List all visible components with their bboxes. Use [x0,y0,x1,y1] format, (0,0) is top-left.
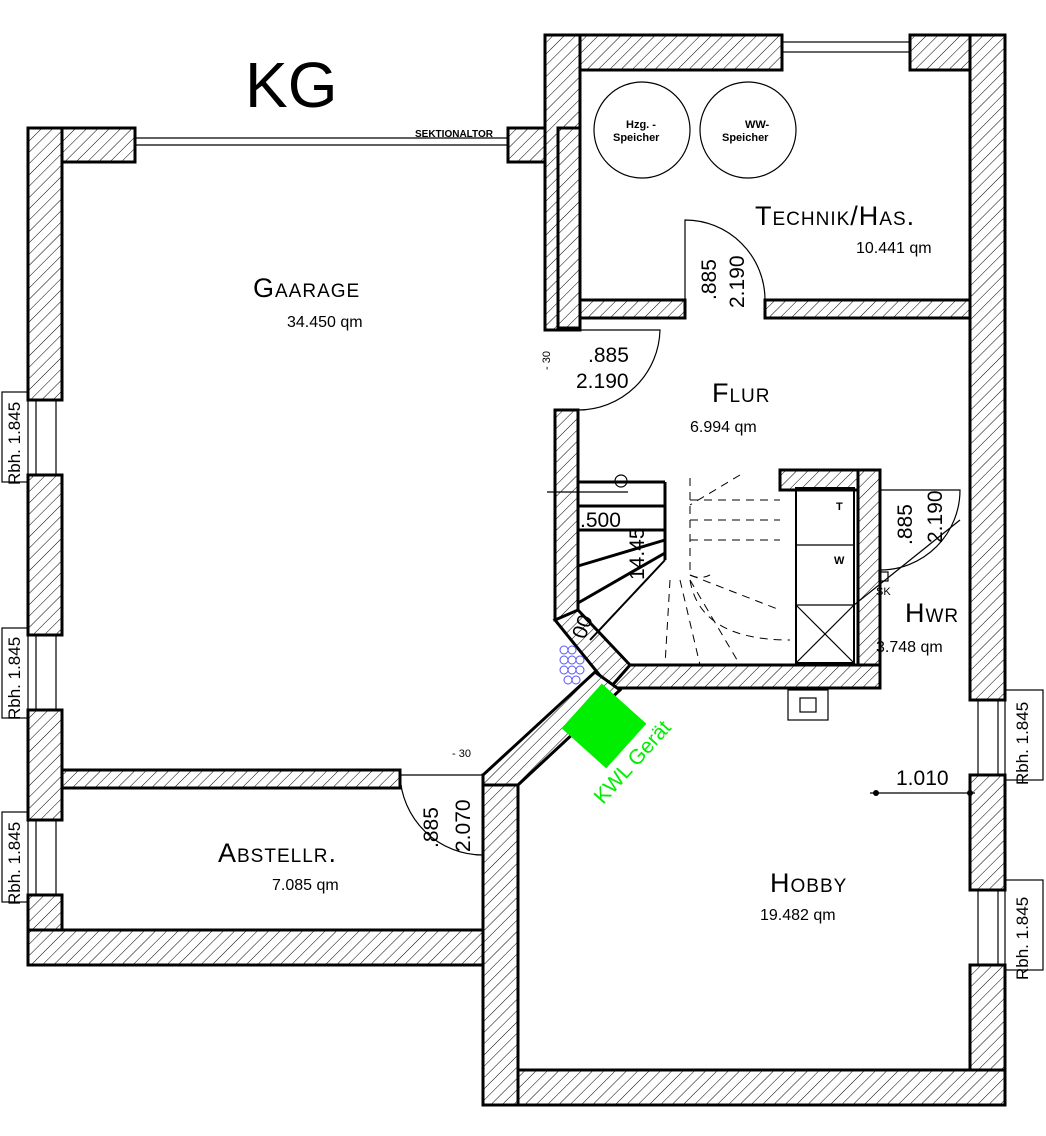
heating-tank [593,81,691,179]
room-name-technik: Technik/Has. [755,201,915,231]
rbh-label: Rbh. 1.845 [5,637,24,720]
room-name-hobby: Hobby [770,868,847,898]
room-area-technik: 10.441 qm [856,240,932,257]
hzg-speicher-label: Speicher [613,132,660,144]
pipe-bundle [559,645,585,685]
hwr-door-width: .885 [894,504,917,545]
stair-rise-label: 14.45 [626,527,649,580]
room-name-hwr: Hwr [905,598,959,628]
hwr-door-height: 2.190 [924,490,947,543]
room-area-garage: 34.450 qm [287,314,363,331]
rbh-label: Rbh. 1.845 [5,402,24,485]
floor-title: KG [245,49,337,121]
hzg-label: Hzg. - [626,119,656,131]
rbh-label: Rbh. 1.845 [5,822,24,905]
dryer-label: T [836,501,843,513]
flur-door-height: 2.190 [576,370,629,393]
room-area-hobby: 19.482 qm [760,907,836,924]
walls [26,33,1007,1107]
room-name-abstell: Abstellr. [218,838,337,868]
flur-door-width: .885 [588,344,629,367]
room-name-garage: Gaarage [253,273,360,303]
room-area-abstell: 7.085 qm [272,877,339,894]
dim-marker [873,790,879,796]
rbh-label: Rbh. 1.845 [1013,897,1032,980]
abstell-offset: - 30 [452,748,471,760]
abstell-door-width: .885 [420,807,443,848]
room-name-flur: Flur [712,378,771,408]
abstell-door-height: 2.070 [452,799,475,852]
stair-width-label: .500 [580,509,621,532]
tech-door-height: 2.190 [726,255,749,308]
dim-marker [967,790,973,796]
ww-speicher-label: Speicher [722,132,769,144]
sektionaltor-label: Sektionaltor [415,129,494,140]
flur-offset: - 30 [541,351,553,370]
kwl-unit [561,683,647,769]
sk-label: SK [876,586,891,598]
washer-label: W [834,555,845,567]
room-area-flur: 6.994 qm [690,419,757,436]
ww-label: WW- [745,119,770,131]
staircase [547,474,791,666]
windows [1,41,1044,971]
tech-door-width: .885 [698,259,721,300]
hwr-appliances [787,487,961,721]
room-area-hwr: 3.748 qm [876,639,943,656]
doors [399,219,961,856]
rbh-label: Rbh. 1.845 [1013,702,1032,785]
hot-water-tank [699,81,797,179]
hobby-width-dim: 1.010 [896,767,949,790]
